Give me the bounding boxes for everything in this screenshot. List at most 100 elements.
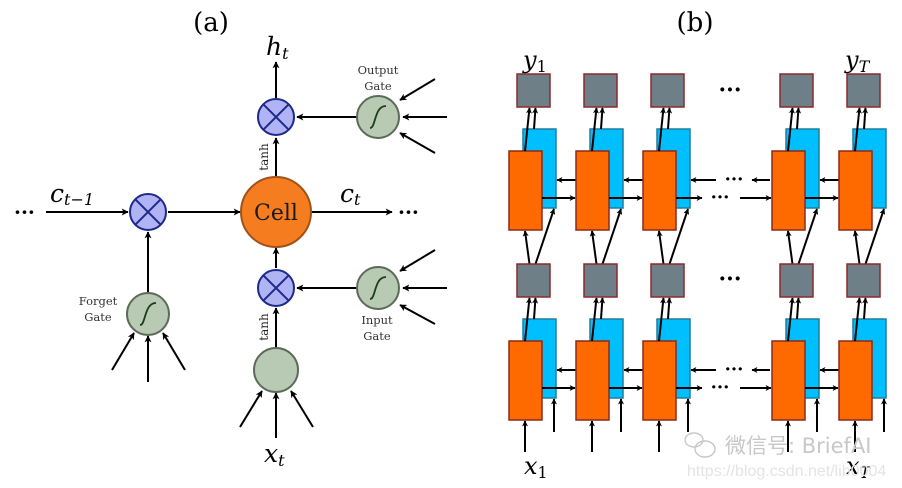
output-gate-input-1 <box>399 78 436 101</box>
layer-1-input-to-forward-3 <box>656 230 665 265</box>
top-output-ellipsis: ··· <box>719 77 742 103</box>
layer-2-output-box-2 <box>583 263 618 298</box>
input-multiply-node <box>257 269 295 307</box>
layer-1-backward-to-output-arrow-5 <box>862 107 869 130</box>
layer-2-forward-box-4 <box>771 340 806 421</box>
c-next-label: ct <box>340 179 361 209</box>
output-gate-input-3 <box>399 132 436 154</box>
input-gate-label-2: Gate <box>363 329 391 343</box>
layer-1-input-to-backward-3 <box>668 208 690 265</box>
layer-2-forward-box-3 <box>642 340 677 421</box>
layer-2-backward-to-output-arrow-5 <box>862 297 869 320</box>
layer-1-input-to-forward-4 <box>785 230 794 265</box>
sigmoid-icon <box>369 276 387 300</box>
layer-1-forward-box-2 <box>575 150 610 231</box>
forget-gate-label-2: Gate <box>84 310 112 324</box>
layer-2-forward-ellipsis: ··· <box>711 377 730 398</box>
panel-a-title: (a) <box>193 8 229 38</box>
watermark-wechat: 微信号: BriefAI <box>725 434 872 458</box>
wechat-icon <box>684 432 716 458</box>
layer-1-input-to-forward-2 <box>589 230 598 265</box>
layer-2-backward-to-output-arrow-1 <box>532 297 539 320</box>
layer-1-input-to-backward-2 <box>601 208 623 265</box>
input-node <box>253 347 299 393</box>
forget-gate-input-1 <box>111 332 135 371</box>
layer-1-output-box-5 <box>846 73 881 108</box>
input-gate-input-3 <box>399 304 436 325</box>
cell-node <box>240 176 312 248</box>
tanh-label-bottom: tanh <box>257 313 271 341</box>
sigmoid-icon <box>369 105 387 129</box>
ellipsis-right: ··· <box>398 200 419 224</box>
x-T-label: xT <box>846 452 872 482</box>
forget-gate-input-3 <box>162 332 186 371</box>
layer-1-output-box-4 <box>779 73 814 108</box>
cell-label: Cell <box>254 201 298 226</box>
layer-1-forward-box-1 <box>508 150 543 231</box>
layer-1-backward-to-output-arrow-4 <box>795 107 802 130</box>
layer-1-forward-box-3 <box>642 150 677 231</box>
layer-1-output-box-1 <box>516 73 551 108</box>
layer-2-forward-to-output-arrow-5 <box>854 297 862 342</box>
bi-rnn-grid: ············ <box>508 73 887 452</box>
ellipsis-left: ··· <box>14 200 35 224</box>
layer-2-backward-to-output-arrow-2 <box>599 297 606 320</box>
h-t-label: ht <box>266 32 289 63</box>
layer-2-forward-box-1 <box>508 340 543 421</box>
panel-b-title: (b) <box>677 8 714 38</box>
watermark-url: https://blog.csdn.net/lib0004 <box>687 463 886 480</box>
layer-1-backward-to-output-arrow-2 <box>599 107 606 130</box>
input-gate-input-1 <box>399 249 436 272</box>
output-gate-node <box>356 95 400 139</box>
input-node-input-1 <box>239 390 263 428</box>
x-t-label: xt <box>264 439 285 470</box>
layer-2-backward-ellipsis: ··· <box>725 359 744 380</box>
layer-2-forward-to-output-arrow-3 <box>658 297 666 342</box>
layer-2-backward-to-output-arrow-3 <box>666 297 673 320</box>
y-1-label: y1 <box>522 46 547 76</box>
forget-gate-node <box>126 292 170 336</box>
layer-1-forward-to-output-arrow-4 <box>787 107 795 152</box>
panel-a-connections <box>46 61 447 438</box>
layer-1-forward-box-4 <box>771 150 806 231</box>
layer-1-input-to-forward-5 <box>852 230 861 265</box>
panel-b-bidirectional-rnn: (b) ············ ··· ··· y1 yT x1 xT <box>508 8 887 482</box>
layer-1-forward-to-output-arrow-3 <box>658 107 666 152</box>
layer-2-forward-to-output-arrow-2 <box>591 297 599 342</box>
layer-1-output-box-3 <box>650 73 685 108</box>
layer-2-output-box-3 <box>650 263 685 298</box>
panel-a-lstm-cell: (a) <box>14 8 447 470</box>
input-gate-node <box>356 266 400 310</box>
c-prev-label: ct−1 <box>50 179 94 209</box>
layer-1-backward-to-output-arrow-3 <box>666 107 673 130</box>
layer-1-forward-to-output-arrow-1 <box>524 107 532 152</box>
output-multiply-node <box>257 98 295 136</box>
layer-2-forward-to-output-arrow-1 <box>524 297 532 342</box>
layer-2-forward-box-2 <box>575 340 610 421</box>
layer-1-forward-box-5 <box>838 150 873 231</box>
layer-1-input-to-backward-5 <box>864 208 886 265</box>
y-T-label: yT <box>844 46 871 76</box>
layer-1-input-to-backward-1 <box>534 208 556 265</box>
input-gate-label-1: Input <box>361 313 393 327</box>
layer-1-backward-ellipsis: ··· <box>725 169 744 190</box>
layer-1-output-box-2 <box>583 73 618 108</box>
forget-gate-label-1: Forget <box>79 294 118 308</box>
x-1-label: x1 <box>524 452 548 482</box>
mid-output-ellipsis: ··· <box>719 266 742 292</box>
layer-2-backward-to-output-arrow-4 <box>795 297 802 320</box>
layer-2-output-box-1 <box>516 263 551 298</box>
layer-2-output-box-5 <box>846 263 881 298</box>
output-gate-label-2: Gate <box>364 79 392 93</box>
input-node-input-3 <box>290 390 314 428</box>
layer-1-forward-to-output-arrow-5 <box>854 107 862 152</box>
output-gate-label-1: Output <box>358 63 399 77</box>
layer-1-input-to-forward-1 <box>522 230 531 265</box>
watermark: 微信号: BriefAI https://blog.csdn.net/lib00… <box>684 432 886 480</box>
layer-1-forward-ellipsis: ··· <box>711 187 730 208</box>
layer-1-input-to-backward-4 <box>797 208 819 265</box>
layer-2-output-box-4 <box>779 263 814 298</box>
sigmoid-icon <box>139 302 157 326</box>
tanh-label-top: tanh <box>257 143 271 171</box>
layer-2-forward-to-output-arrow-4 <box>787 297 795 342</box>
